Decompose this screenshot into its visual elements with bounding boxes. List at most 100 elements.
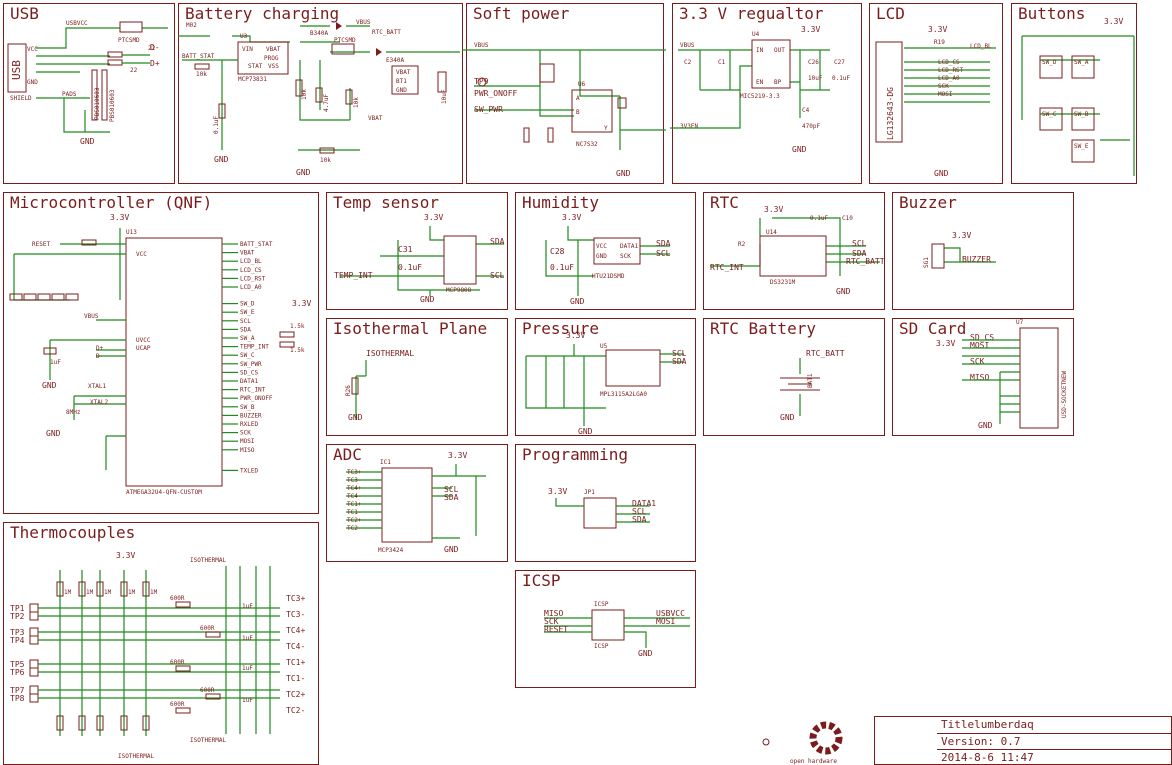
icsp-gnd: GND: [638, 649, 653, 658]
c2-label: C2: [684, 59, 692, 66]
testpoint: [29, 693, 39, 703]
section-title: Soft power: [473, 4, 570, 23]
programming-circuit: JP1 3.3V DATA1 SCL SDA: [548, 487, 656, 529]
y-pin: Y: [604, 125, 608, 132]
mcu-pin-label: BUZZER: [240, 412, 262, 419]
section-title: Pressure: [522, 319, 600, 338]
mcp9808-label: MCP9808: [446, 287, 472, 294]
lcd-v33: 3.3V: [928, 25, 947, 34]
switch-c: [1039, 107, 1063, 131]
swc-label: SW_C: [1042, 111, 1057, 118]
version-row: Version: 0.7: [937, 733, 1172, 749]
vbat-net: VBAT: [396, 69, 411, 76]
tp-label: TP1: [10, 604, 25, 613]
tempint-net: TEMP_INT: [334, 271, 373, 280]
testpoint: [29, 635, 39, 645]
ptc-label: PTCSMD: [118, 37, 140, 44]
mcu-pin-label: BATT_STAT: [240, 241, 273, 248]
mcu-pin-label: LCD_RST: [240, 275, 266, 282]
c1uf-tc-label: 1uF: [242, 697, 253, 704]
testpoint: [29, 667, 39, 677]
u13-label: U13: [126, 229, 137, 236]
atmega32u4-chip: [125, 237, 223, 487]
lcdbl-net: LCD_BL: [970, 43, 992, 50]
c1uf-tc-label: 1uF: [242, 635, 253, 642]
tc-label: TC3+: [286, 594, 305, 603]
pbs-1: [91, 69, 98, 121]
v33en-net: 3V3EN: [680, 123, 698, 130]
b340a-label: B340A: [310, 30, 328, 37]
resistor-1m-top: [78, 581, 86, 597]
resistor-1m-top: [56, 581, 64, 597]
swa-label: SW_A: [1074, 59, 1089, 66]
r10k4-label: 10k: [320, 157, 331, 164]
bt1-label: BT1: [396, 78, 407, 85]
icsp-bottom: ICSP: [594, 643, 609, 650]
mosi-sd: MOSI: [970, 341, 989, 350]
diode-b340a: [336, 22, 342, 30]
pin-shield: SHIELD: [10, 95, 32, 102]
mcu-section: Microcontroller (QNF): [3, 192, 319, 514]
c1uf-label: 1uF: [50, 359, 61, 366]
regulator-gnd: GND: [792, 145, 807, 154]
battstat-net: BATT_STAT: [182, 53, 215, 60]
ucap-pin: UCAP: [136, 345, 151, 352]
resistor-1.5k-b: [279, 341, 295, 348]
sck-icsp: SCK: [544, 617, 559, 626]
isoth-gnd: GND: [348, 413, 363, 422]
ptc-fuse-2: [331, 43, 355, 55]
v33-net: 3.3V: [801, 25, 820, 34]
vbat-net-2: VBAT: [368, 115, 383, 122]
resistor-600r: [175, 601, 191, 608]
scl-hum: SCL: [656, 249, 671, 258]
mcu-gnd-1: GND: [42, 381, 57, 390]
programming-section: Programming: [515, 444, 696, 562]
r10k2-label: 10k: [301, 89, 308, 100]
adc-section: ADC: [326, 444, 508, 562]
section-title: ADC: [333, 445, 362, 464]
resistor-10k-batt: [194, 63, 210, 70]
mcu-pin-label: SW_A: [240, 335, 255, 342]
temp-v33: 3.3V: [424, 213, 443, 222]
resistor-10k-sp1: [523, 127, 530, 143]
pwronoff-net: PWR_ONOFF: [474, 89, 518, 98]
temp-gnd: GND: [420, 295, 435, 304]
u3-label: U3: [240, 33, 248, 40]
section-title: ICSP: [522, 571, 561, 590]
tp-label: TP8: [10, 694, 25, 703]
section-title: Battery charging: [185, 4, 340, 23]
scl-adc: SCL: [444, 485, 459, 494]
cap-mcu-2: [23, 293, 37, 301]
resistor-1m-top: [142, 581, 150, 597]
buttons-circuit: 3.3V SW_D SW_A SW_C SW_B SW_E: [1021, 17, 1135, 176]
adc-inputs: TC3+TC3-TC4+TC4-TC1+TC1-TC2+TC2-: [346, 469, 382, 532]
rtcint-net: RTC_INT: [710, 263, 744, 272]
mcu-pin-label: SW_D: [240, 301, 255, 308]
u6-label: U6: [578, 81, 586, 88]
dp-mcu: D+: [96, 345, 104, 352]
swpwr-net: SW_PWR: [474, 105, 503, 114]
resistor-10k-sp2: [547, 127, 554, 143]
data1-net: DATA1: [632, 499, 656, 508]
testpoint: [29, 603, 39, 613]
switch-d: [1039, 55, 1063, 79]
section-title: Buzzer: [899, 193, 957, 212]
resistor-1m-bottom: [96, 715, 104, 731]
push-switch: [539, 63, 555, 83]
c01-label: 0.1uF: [213, 116, 220, 134]
icsp-header: [591, 609, 625, 641]
buzzer-sg1: [931, 243, 945, 269]
buzzer-circuit: 3.3V SG1 BUZZER: [923, 231, 996, 269]
xtal1-label: XTAL1: [88, 383, 106, 390]
sdcs-net: SD_CS: [970, 333, 994, 342]
pads-label: PADS: [62, 91, 77, 98]
m02-net: M02: [186, 22, 197, 29]
resistor-10k-reset: [81, 239, 97, 246]
rtc-gnd: GND: [836, 287, 851, 296]
tc-label: TC4+: [286, 626, 305, 635]
adc-input-label: TC4+: [347, 485, 362, 492]
sg1-label: SG1: [923, 257, 930, 268]
r15k2-label: 1.5k: [290, 347, 305, 354]
r10k-label: 10k: [196, 71, 207, 78]
mcu-pin-label: RXLED: [240, 421, 258, 428]
